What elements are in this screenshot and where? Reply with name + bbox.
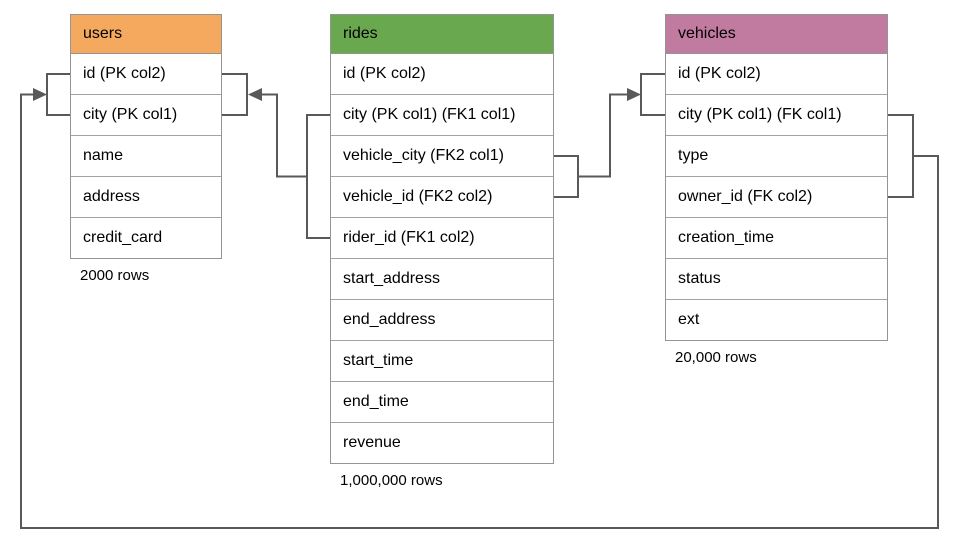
- table-users-header: users: [71, 15, 221, 54]
- arrowhead-into-users-left: [33, 88, 47, 101]
- arrowhead-into-users: [248, 88, 262, 101]
- vehicles-column-owner-id: owner_id (FK col2): [666, 177, 887, 218]
- users-column-id: id (PK col2): [71, 54, 221, 95]
- rides-fk2-bracket-right: [554, 155, 579, 198]
- table-vehicles-header: vehicles: [666, 15, 887, 54]
- rides-column-start-time: start_time: [331, 341, 553, 382]
- fk-rides-to-users-connector: [222, 73, 330, 239]
- users-column-city: city (PK col1): [71, 95, 221, 136]
- arrowhead-into-vehicles: [627, 88, 641, 101]
- rides-fk1-bracket-left: [306, 114, 330, 239]
- users-column-credit-card: credit_card: [71, 218, 221, 258]
- rides-column-rider-id: rider_id (FK1 col2): [331, 218, 553, 259]
- users-column-address: address: [71, 177, 221, 218]
- users-row-count: 2000 rows: [80, 267, 150, 284]
- rides-column-end-address: end_address: [331, 300, 553, 341]
- vehicles-pk-bracket-left: [640, 73, 665, 116]
- rides-column-vehicle-id: vehicle_id (FK2 col2): [331, 177, 553, 218]
- vehicles-row-count: 20,000 rows: [675, 349, 757, 366]
- vehicles-column-status: status: [666, 259, 887, 300]
- users-pk-bracket-right: [222, 73, 248, 116]
- rides-column-id: id (PK col2): [331, 54, 553, 95]
- rides-column-end-time: end_time: [331, 382, 553, 423]
- rides-column-start-address: start_address: [331, 259, 553, 300]
- rides-column-vehicle-city: vehicle_city (FK2 col1): [331, 136, 553, 177]
- table-rides-header: rides: [331, 15, 553, 54]
- rides-column-revenue: revenue: [331, 423, 553, 463]
- rides-row-count: 1,000,000 rows: [340, 472, 443, 489]
- table-users: users id (PK col2) city (PK col1) name a…: [70, 14, 222, 284]
- vehicles-column-id: id (PK col2): [666, 54, 887, 95]
- table-rides: rides id (PK col2) city (PK col1) (FK1 c…: [330, 14, 554, 489]
- vehicles-column-city: city (PK col1) (FK col1): [666, 95, 887, 136]
- rides-column-city: city (PK col1) (FK1 col1): [331, 95, 553, 136]
- table-vehicles: vehicles id (PK col2) city (PK col1) (FK…: [665, 14, 888, 366]
- vehicles-column-creation-time: creation_time: [666, 218, 887, 259]
- fk-rides-to-vehicles-connector: [554, 73, 665, 198]
- rides-to-users-link: [261, 93, 307, 178]
- users-column-name: name: [71, 136, 221, 177]
- users-pk-bracket-left: [46, 73, 70, 116]
- vehicles-column-ext: ext: [666, 300, 887, 340]
- vehicles-fk-bracket-right: [888, 114, 914, 198]
- rides-to-vehicles-link: [578, 93, 628, 178]
- vehicles-column-type: type: [666, 136, 887, 177]
